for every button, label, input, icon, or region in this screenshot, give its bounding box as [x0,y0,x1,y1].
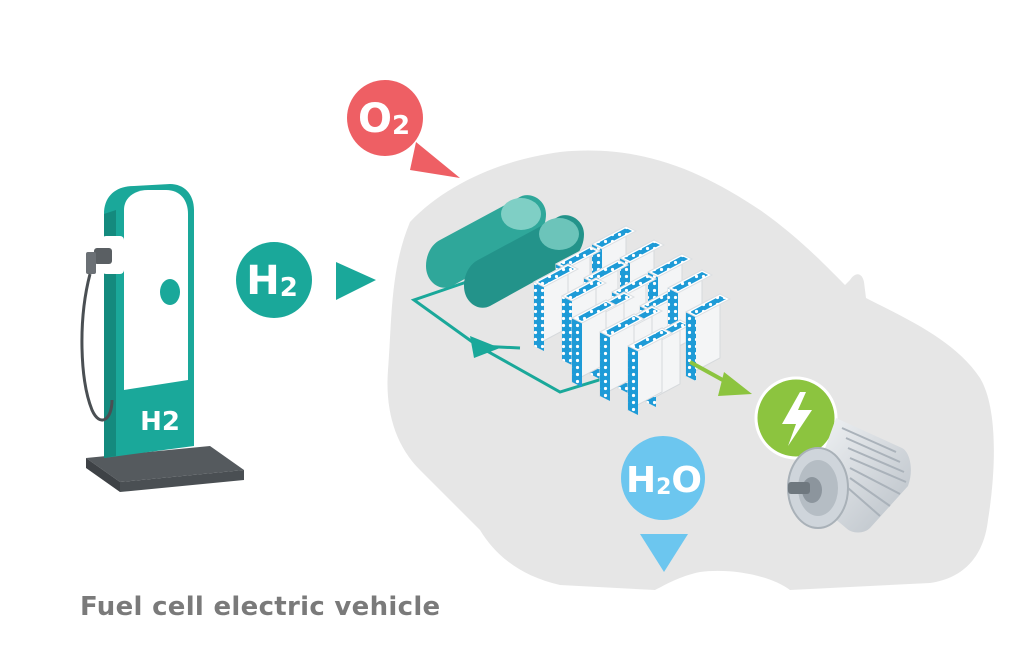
fuel-cell-plate [626,327,674,415]
hydrogen-tank-icon [426,195,584,308]
oxygen-bubble: O2 [347,80,460,178]
fuel-cell-plate [598,313,646,401]
svg-text:H2O: H2O [626,460,702,501]
hydrogen-flow-lines [410,272,613,394]
water-label: H [626,460,656,501]
flow-arrow-icon [470,336,500,358]
water-label-tail: O [671,460,702,501]
fuel-cell-plate [532,263,580,351]
water-subscript: 2 [656,475,671,500]
caption: Fuel cell electric vehicle [80,592,441,622]
oxygen-subscript: 2 [392,111,410,141]
oxygen-label: O [358,96,392,142]
svg-text:H2: H2 [246,258,298,304]
svg-text:O2: O2 [358,96,410,142]
power-flow-arrow [689,360,752,396]
hydrogen-subscript: 2 [280,273,298,303]
hydrogen-pump-icon [80,184,244,492]
lightning-bolt-icon [754,376,838,460]
pump-label: H2 [140,407,180,437]
water-bubble: H2O [621,436,705,572]
fuel-cell-stack-icon [532,225,732,415]
fuel-cell-plate [684,293,732,381]
hydrogen-label: H [246,258,279,304]
hydrogen-bubble: H2 [236,242,376,318]
electric-motor-icon [787,418,911,533]
